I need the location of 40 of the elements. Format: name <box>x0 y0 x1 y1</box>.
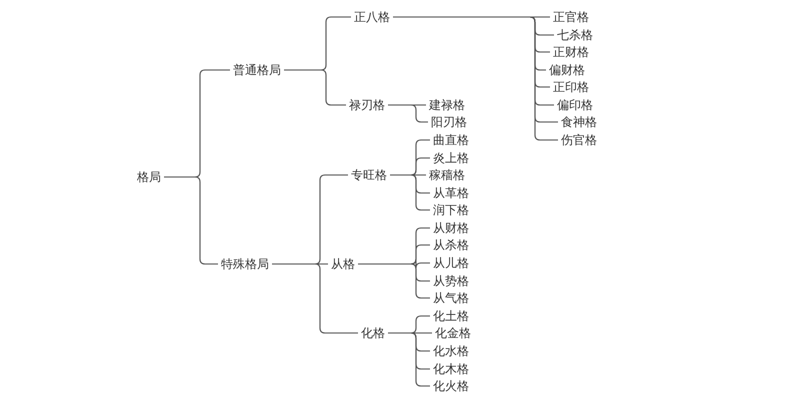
category-label: 正官格 <box>552 9 590 25</box>
category-label: 偏印格 <box>556 97 594 113</box>
category-label: 曲直格 <box>432 132 470 148</box>
category-label: 从杀格 <box>432 237 470 253</box>
category-label: 润下格 <box>432 202 470 218</box>
category-label: 食神格 <box>560 114 598 130</box>
category-label: 从势格 <box>432 273 470 289</box>
category-label: 化格 <box>360 325 386 341</box>
category-label: 从革格 <box>432 185 470 201</box>
category-label: 正八格 <box>353 9 391 25</box>
category-label: 专旺格 <box>350 167 388 183</box>
category-label: 从气格 <box>432 290 470 306</box>
category-label: 从财格 <box>432 220 470 236</box>
category-label: 七杀格 <box>556 27 594 43</box>
category-label: 化火格 <box>432 378 470 394</box>
category-label: 特殊格局 <box>220 256 270 272</box>
category-label: 从儿格 <box>432 255 470 271</box>
brace-connector <box>272 263 358 334</box>
brace-connector <box>388 332 430 387</box>
category-label: 化土格 <box>432 308 470 324</box>
category-label: 正财格 <box>552 44 590 60</box>
category-label: 伤官格 <box>560 132 598 148</box>
category-label: 偏财格 <box>548 62 586 78</box>
category-label: 禄刃格 <box>348 97 386 113</box>
category-label: 从格 <box>330 256 356 272</box>
category-label: 化金格 <box>434 325 472 341</box>
category-label: 正印格 <box>552 79 590 95</box>
brace-connector <box>164 176 218 265</box>
brace-connector <box>358 263 430 299</box>
brace-connector <box>284 69 346 106</box>
category-label: 稼穑格 <box>428 167 466 183</box>
category-label: 化木格 <box>432 361 470 377</box>
category-label: 炎上格 <box>432 150 470 166</box>
category-label: 化水格 <box>432 343 470 359</box>
category-label: 普通格局 <box>232 62 282 78</box>
category-label: 建禄格 <box>428 97 466 113</box>
brace-connector <box>388 104 428 123</box>
brace-connector <box>390 174 430 211</box>
category-label: 阳刃格 <box>430 114 468 130</box>
category-label: 格局 <box>136 169 162 185</box>
